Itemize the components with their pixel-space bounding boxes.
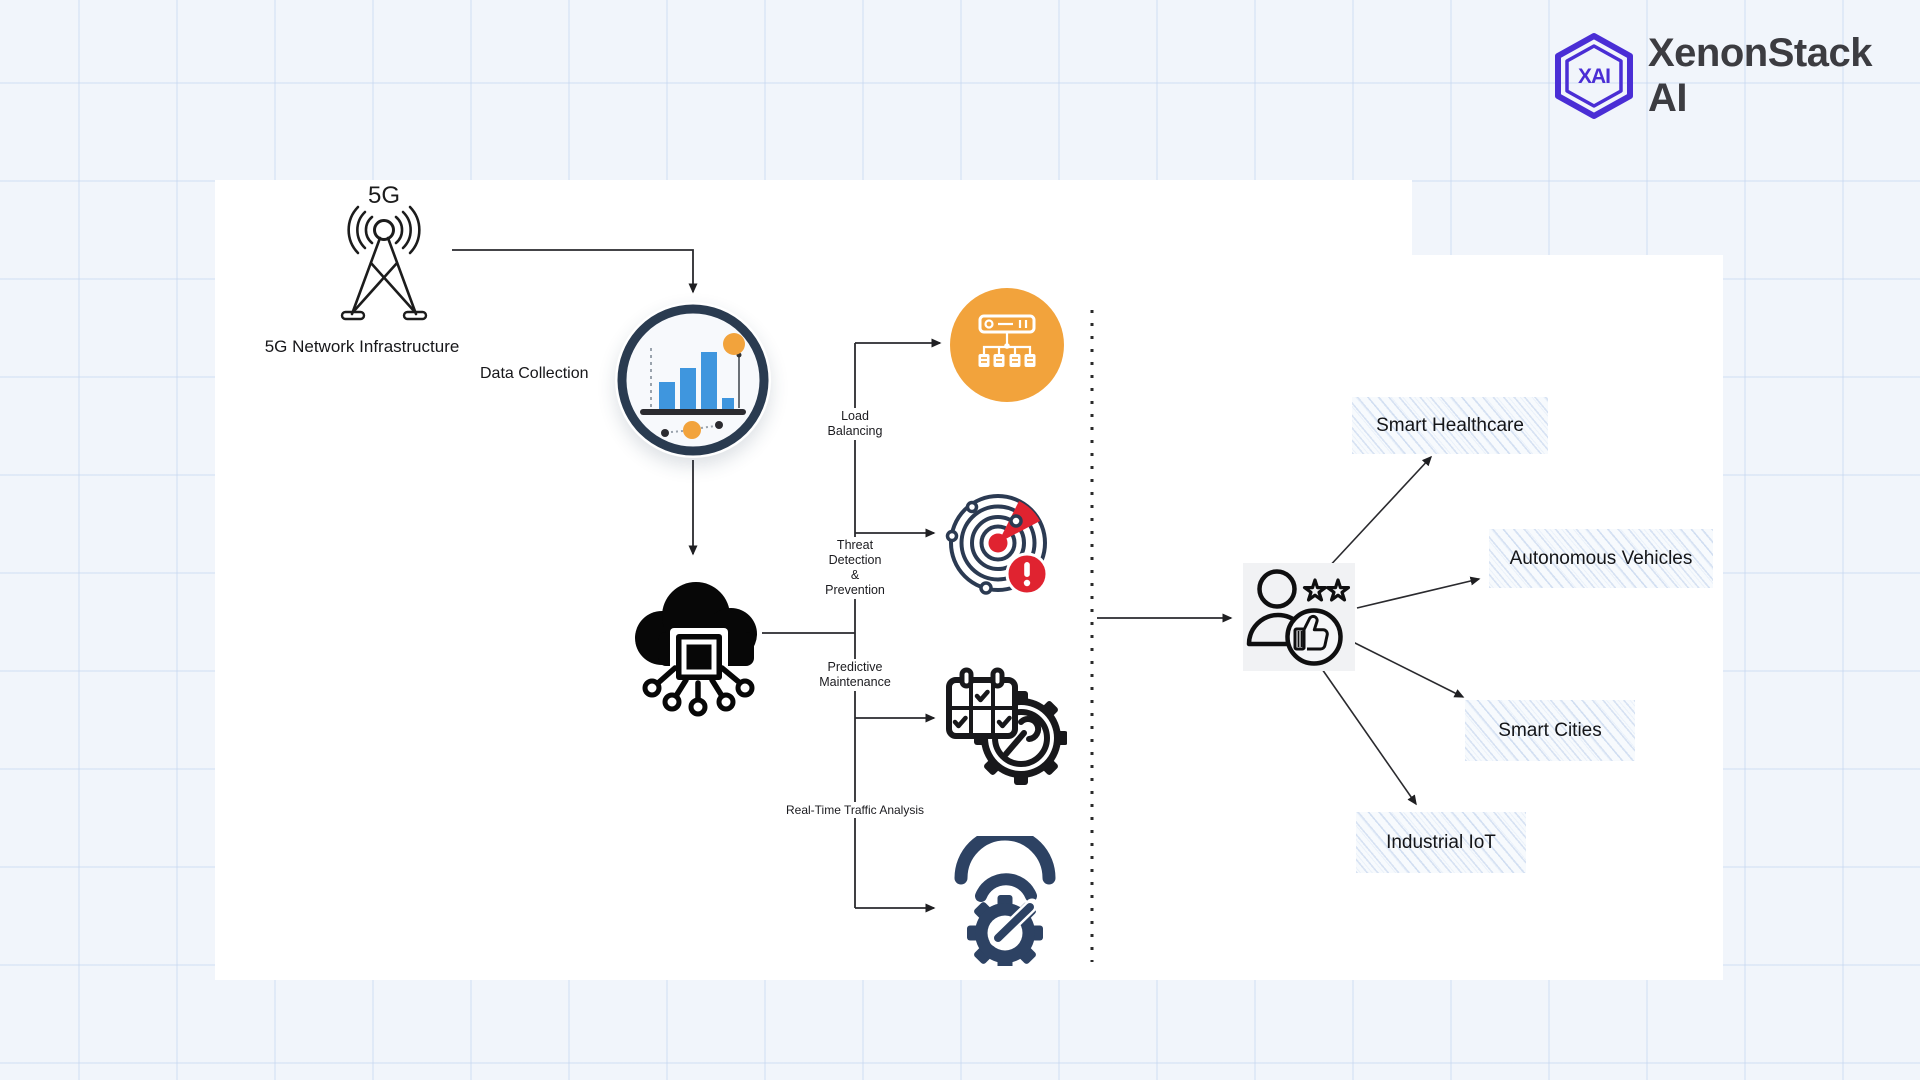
star-icon <box>1302 578 1328 602</box>
cloud-processing-node <box>618 562 776 722</box>
end-user-node <box>1243 563 1355 671</box>
hexagon-logo-icon: XAI <box>1554 33 1633 119</box>
application-smart-healthcare: Smart Healthcare <box>1352 397 1548 454</box>
function-label-threat-detection: Threat Detection & Prevention <box>819 537 891 599</box>
brand-logo: XAI XenonStack AI <box>1552 30 1920 122</box>
thumbs-up-icon <box>1302 614 1329 651</box>
load-balancer-node <box>950 288 1064 402</box>
application-industrial-iot: Industrial IoT <box>1356 812 1526 873</box>
data-collection-label: Data Collection <box>480 365 589 382</box>
application-label: Autonomous Vehicles <box>1509 547 1693 569</box>
application-label: Smart Healthcare <box>1376 414 1524 436</box>
5g-tower-icon: 5G <box>340 182 428 321</box>
5g-badge: 5G <box>368 183 400 209</box>
realtime-traffic-node <box>944 827 1066 971</box>
function-label-load-balancing: Load Balancing <box>821 408 889 440</box>
radar-alert-icon <box>945 494 1049 596</box>
user-rating-icon <box>1246 569 1351 666</box>
application-smart-cities: Smart Cities <box>1465 700 1635 761</box>
application-label: Smart Cities <box>1498 719 1602 741</box>
cloud-computing-icon <box>635 582 757 717</box>
data-collection-node <box>615 302 771 458</box>
application-label: Industrial IoT <box>1386 831 1496 853</box>
predictive-maintenance-node <box>943 658 1068 791</box>
function-label-realtime-traffic: Real-Time Traffic Analysis <box>779 802 931 819</box>
load-balancer-icon <box>978 314 1036 367</box>
application-autonomous-vehicles: Autonomous Vehicles <box>1489 529 1713 588</box>
star-icon <box>1325 578 1351 602</box>
brand-name: XenonStack AI <box>1647 31 1872 120</box>
logo-monogram: XAI <box>1578 65 1610 88</box>
calendar-gear-icon <box>946 667 1068 785</box>
source-label: 5G Network Infrastructure <box>264 337 460 356</box>
threat-detection-node <box>944 486 1062 613</box>
bar-chart-circle-icon <box>617 304 769 456</box>
5g-tower-node: 5G <box>328 182 440 338</box>
function-label-predictive-maintenance: Predictive Maintenance <box>813 659 897 691</box>
wifi-gauge-icon <box>954 827 1056 971</box>
